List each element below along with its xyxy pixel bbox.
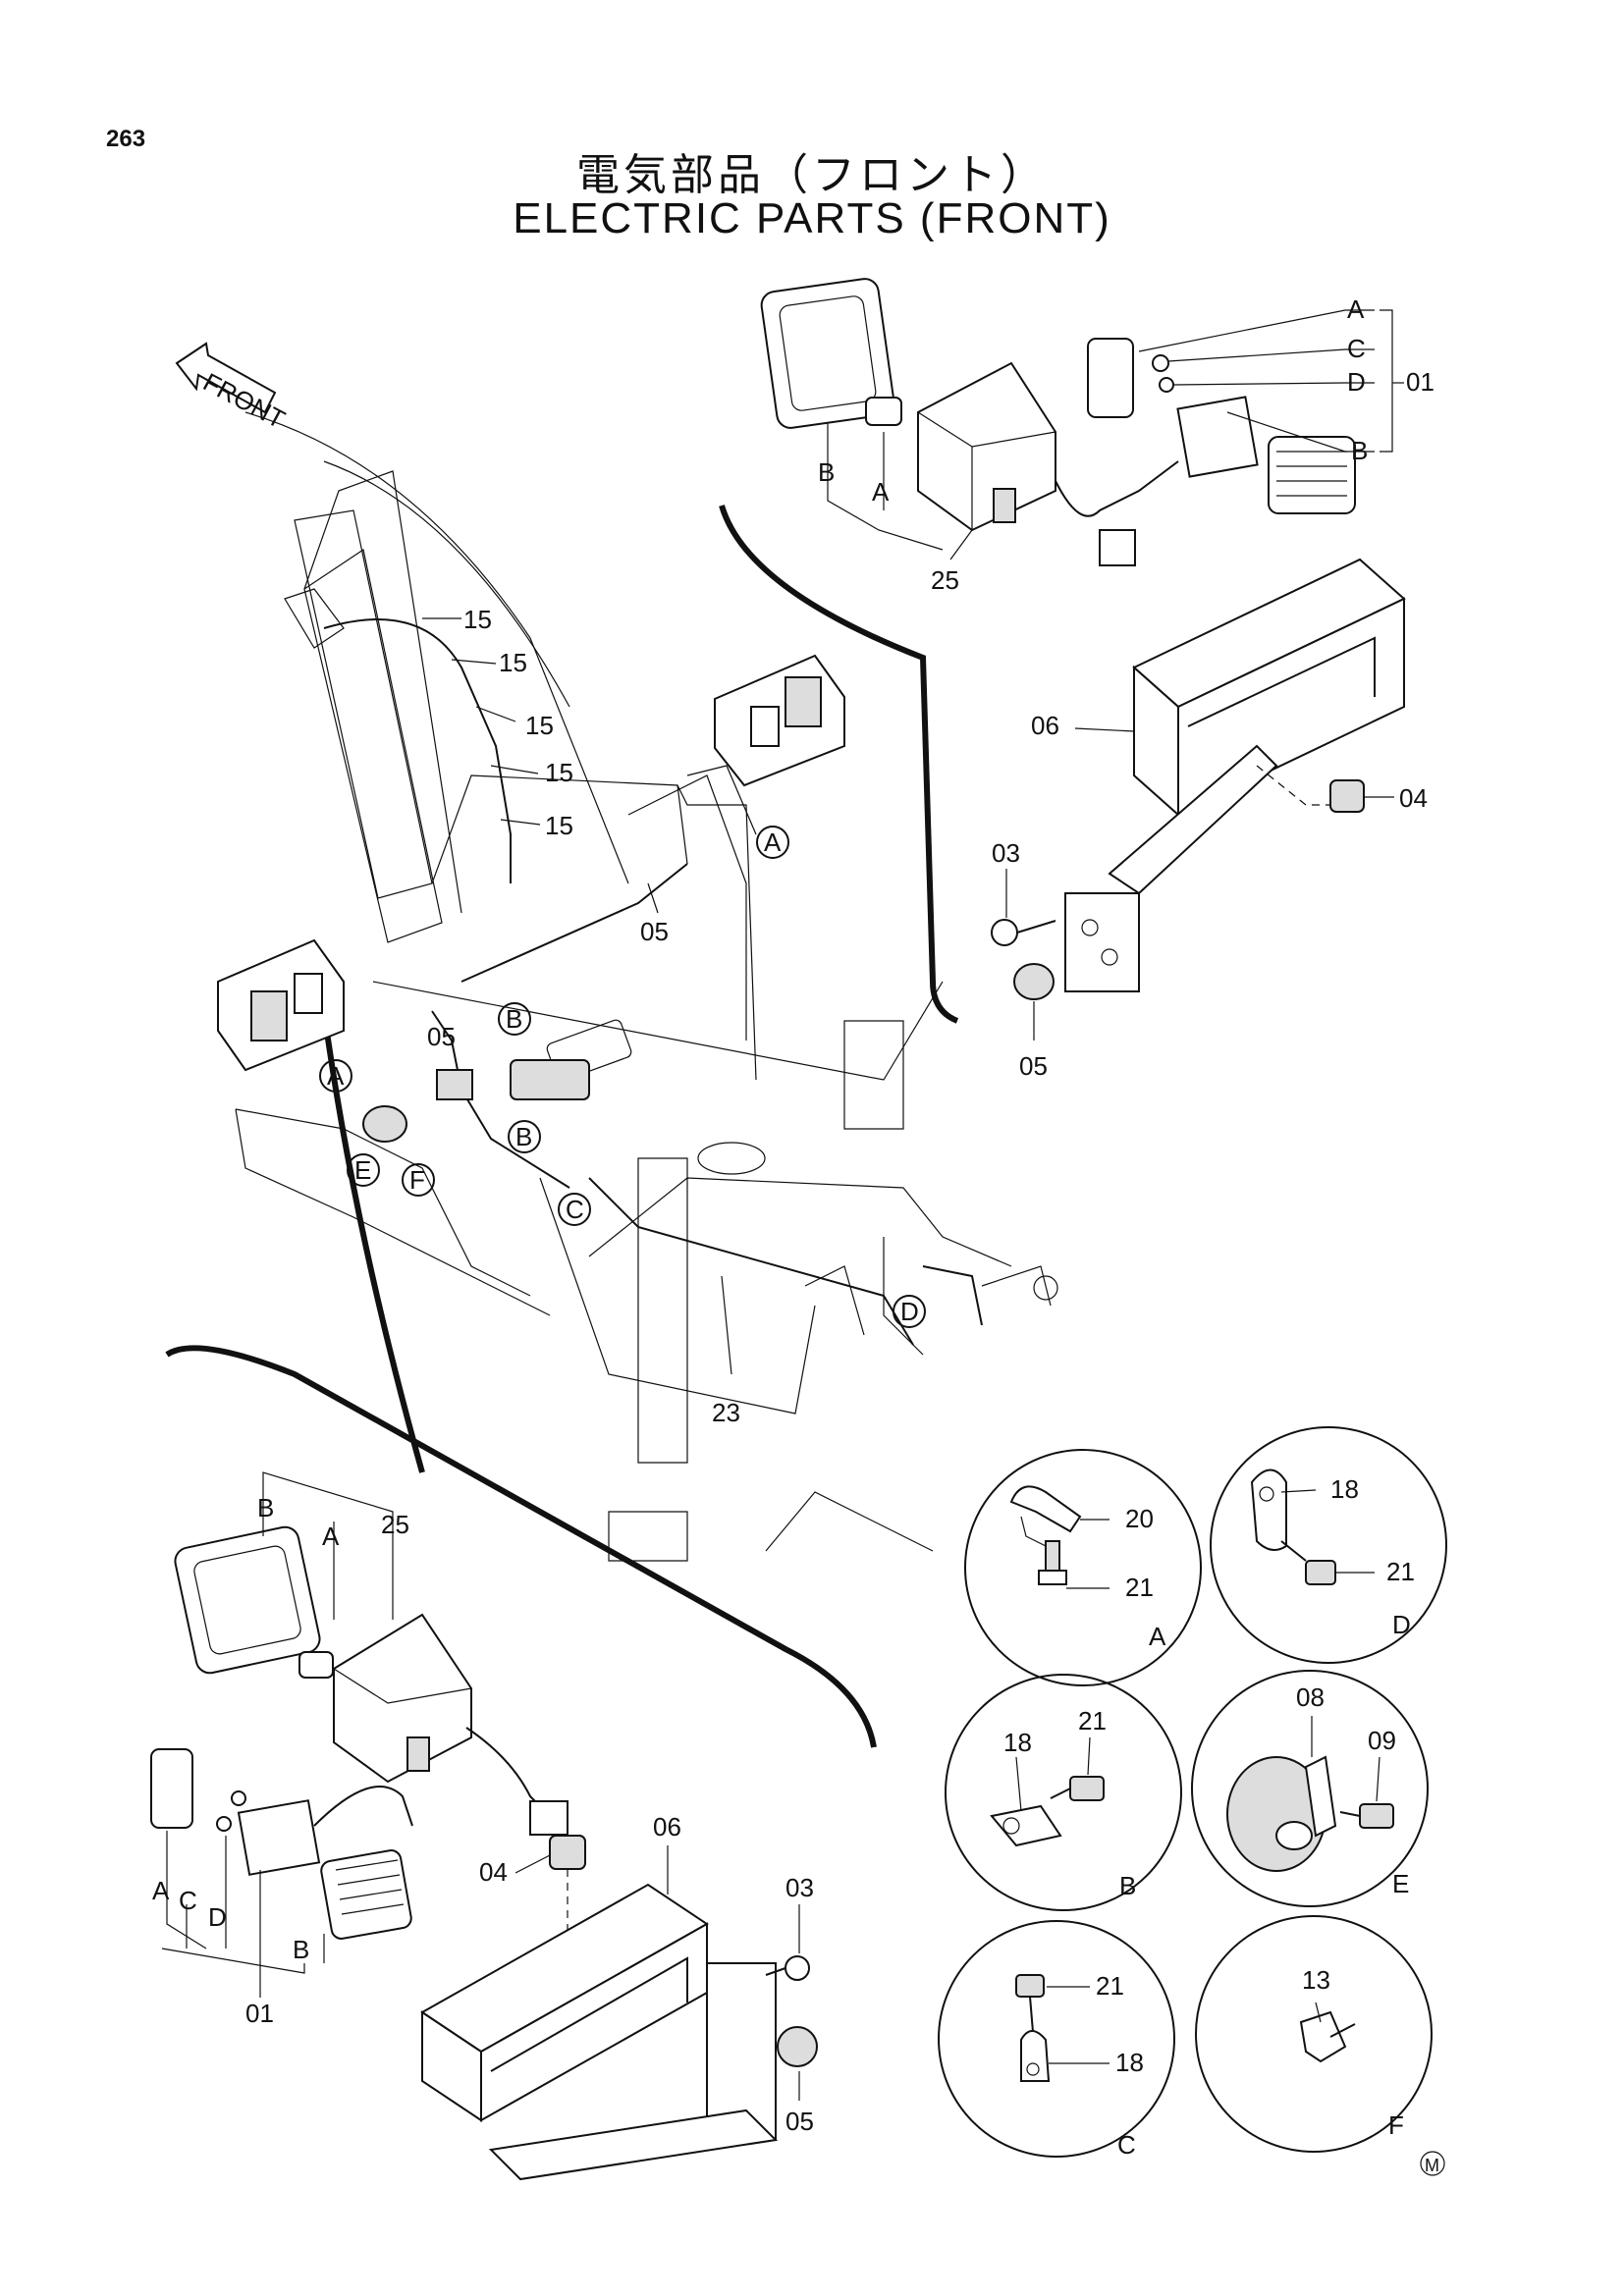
callout-a-right: A <box>764 828 782 857</box>
label-lower-a: A <box>152 1876 170 1905</box>
label-harness-23: 23 <box>712 1398 740 1427</box>
callout-circles: A A B B C D E F <box>319 826 926 1328</box>
label-clamp-15-2: 15 <box>499 648 527 677</box>
detail-circle-a: 20 21 A <box>964 1449 1202 1686</box>
front-arrow-label: FRONT <box>198 367 290 435</box>
label-top-b-right: B <box>1351 436 1368 465</box>
label-lower-04: 04 <box>479 1857 508 1887</box>
cab-light-left <box>217 938 345 1072</box>
detail-a-part-20: 20 <box>1125 1504 1154 1533</box>
callout-d: D <box>900 1297 919 1326</box>
detail-f-part-13: 13 <box>1302 1965 1330 1995</box>
label-lower-05: 05 <box>785 2107 814 2136</box>
harness-clamps-15 <box>422 617 541 826</box>
callout-c: C <box>566 1195 584 1224</box>
label-top-c: C <box>1347 334 1366 363</box>
label-top-d: D <box>1347 367 1366 397</box>
detail-b-id: B <box>1119 1871 1136 1900</box>
callout-b-upper: B <box>506 1004 522 1034</box>
label-bracket-03: 03 <box>992 838 1020 868</box>
label-lower-03: 03 <box>785 1873 814 1902</box>
page-title-japanese: 電気部品（フロント） <box>576 150 1048 200</box>
callout-a-left: A <box>327 1061 345 1091</box>
cab-light-right <box>714 654 845 787</box>
detail-d-id: D <box>1392 1610 1411 1639</box>
label-clamp-15-1: 15 <box>463 605 492 634</box>
label-lower-06: 06 <box>653 1812 681 1842</box>
section-boundaries <box>165 505 959 1748</box>
detail-e-part-09: 09 <box>1368 1726 1396 1755</box>
harness-connectors <box>362 863 983 1346</box>
detail-c-id: C <box>1117 2130 1136 2160</box>
label-lower-25: 25 <box>381 1510 409 1539</box>
label-clamp-15-5: 15 <box>545 811 573 840</box>
label-connector-05-left: 05 <box>427 1022 456 1051</box>
callout-b-lower: B <box>515 1122 532 1151</box>
label-top-b-left: B <box>818 457 835 487</box>
label-top-a-left: A <box>872 477 890 507</box>
label-lower-01: 01 <box>245 1999 274 2028</box>
label-top-a: A <box>1347 294 1365 324</box>
label-clamp-15-3: 15 <box>525 711 554 740</box>
label-lower-c: C <box>179 1886 197 1915</box>
label-clamp-15-4: 15 <box>545 758 573 787</box>
top-work-light-assembly <box>760 278 1356 566</box>
top-light-leaders <box>827 309 1404 561</box>
label-top-01: 01 <box>1406 367 1435 397</box>
detail-c-part-18: 18 <box>1115 2048 1144 2077</box>
upper-light-bracket <box>991 558 1406 1000</box>
lower-work-light-assembly <box>150 1525 568 1940</box>
front-direction-arrow: FRONT <box>175 342 290 435</box>
detail-f-id: F <box>1388 2110 1404 2140</box>
detail-c-part-21: 21 <box>1096 1971 1124 2001</box>
detail-circle-b: 18 21 B <box>945 1674 1182 1911</box>
label-lower-b: B <box>293 1935 309 1964</box>
lower-light-bracket <box>420 1835 818 2181</box>
label-lower-d: D <box>208 1902 227 1932</box>
detail-circle-d: 18 21 D <box>1210 1426 1447 1664</box>
detail-circle-c: 21 18 C <box>938 1920 1175 2160</box>
page-title: ELECTRIC PARTS (FRONT) <box>513 194 1111 242</box>
detail-a-id: A <box>1149 1622 1166 1651</box>
label-bracket-06: 06 <box>1031 711 1059 740</box>
label-bracket-04: 04 <box>1399 783 1428 813</box>
page-number: 263 <box>106 126 146 152</box>
label-lower-b-top: B <box>257 1493 274 1522</box>
detail-b-part-21: 21 <box>1078 1706 1107 1735</box>
label-top-25: 25 <box>931 565 959 595</box>
detail-a-part-21: 21 <box>1125 1573 1154 1602</box>
label-connector-05-right: 05 <box>640 917 669 946</box>
detail-b-part-18: 18 <box>1003 1728 1032 1757</box>
lower-light-leaders <box>161 1471 394 1998</box>
label-bracket-05: 05 <box>1019 1051 1048 1081</box>
callout-f: F <box>409 1165 425 1195</box>
detail-e-id: E <box>1392 1869 1409 1898</box>
detail-circle-e: 08 09 E <box>1191 1670 1429 1907</box>
manufacturer-mark: M <box>1420 2151 1445 2176</box>
detail-circle-f: 13 F <box>1195 1915 1433 2153</box>
boom-cylinder <box>284 509 512 899</box>
machine-front-frame <box>235 411 1058 1562</box>
callout-e: E <box>354 1155 371 1185</box>
detail-d-part-18: 18 <box>1330 1474 1359 1504</box>
detail-e-part-08: 08 <box>1296 1682 1325 1712</box>
mark-letter: M <box>1425 2156 1439 2175</box>
detail-d-part-21: 21 <box>1386 1557 1415 1586</box>
label-lower-a-top: A <box>322 1522 340 1551</box>
